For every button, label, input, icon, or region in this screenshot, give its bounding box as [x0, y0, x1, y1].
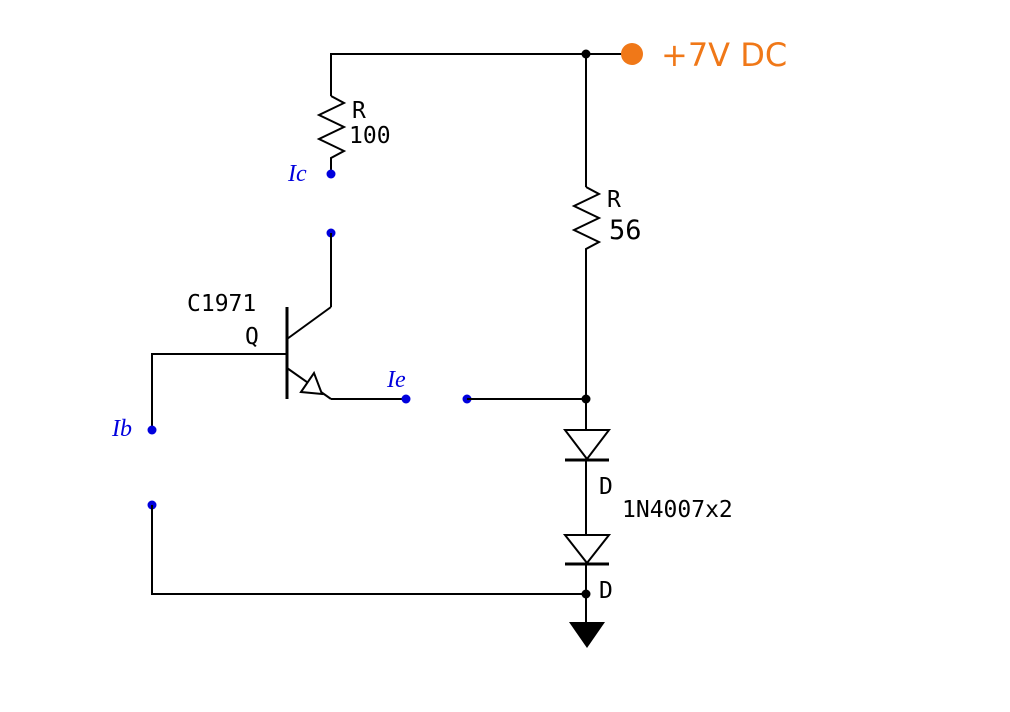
- probe-ib-terminal-top[interactable]: [147, 425, 157, 435]
- base-circuit: Ib: [111, 353, 586, 595]
- supply-label: +7V DC: [661, 36, 787, 74]
- ground-icon: [569, 622, 605, 648]
- resistor-r56-value: 56: [609, 215, 642, 246]
- resistor-r100-value: 100: [349, 123, 391, 149]
- junction-nodes: [581, 49, 591, 599]
- junction-node: [581, 49, 591, 59]
- diode-1-ref: D: [599, 474, 613, 500]
- transistor-part: C1971: [187, 291, 256, 317]
- junction-node: [581, 589, 591, 599]
- diode-string: D 1N4007x2 D: [562, 399, 733, 622]
- transistor-ref: Q: [245, 324, 259, 350]
- probe-ic: Ic: [287, 161, 336, 238]
- probe-ie-label: Ie: [386, 367, 406, 393]
- resistor-r100-ref: R: [352, 98, 366, 124]
- resistor-r56: R 56: [571, 54, 642, 399]
- resistor-icon: [316, 95, 347, 174]
- resistor-icon: [571, 186, 602, 399]
- probe-ic-terminal-top[interactable]: [326, 169, 336, 179]
- probe-ic-label: Ic: [287, 161, 307, 187]
- probe-ib-label: Ib: [111, 416, 132, 442]
- resistor-r100: R 100: [316, 95, 391, 174]
- junction-node: [581, 394, 591, 404]
- diode-2-ref: D: [599, 578, 613, 604]
- probe-ie-terminal-left[interactable]: [401, 394, 411, 404]
- diode-part: 1N4007x2: [622, 497, 733, 523]
- probe-ie: Ie: [386, 367, 586, 404]
- diode-icon: [562, 429, 612, 462]
- resistor-r56-ref: R: [607, 187, 621, 213]
- diode-icon: [562, 534, 612, 566]
- supply-rail: +7V DC: [330, 36, 787, 96]
- supply-terminal-icon[interactable]: [621, 43, 643, 65]
- transistor-q: C1971 Q: [187, 233, 406, 400]
